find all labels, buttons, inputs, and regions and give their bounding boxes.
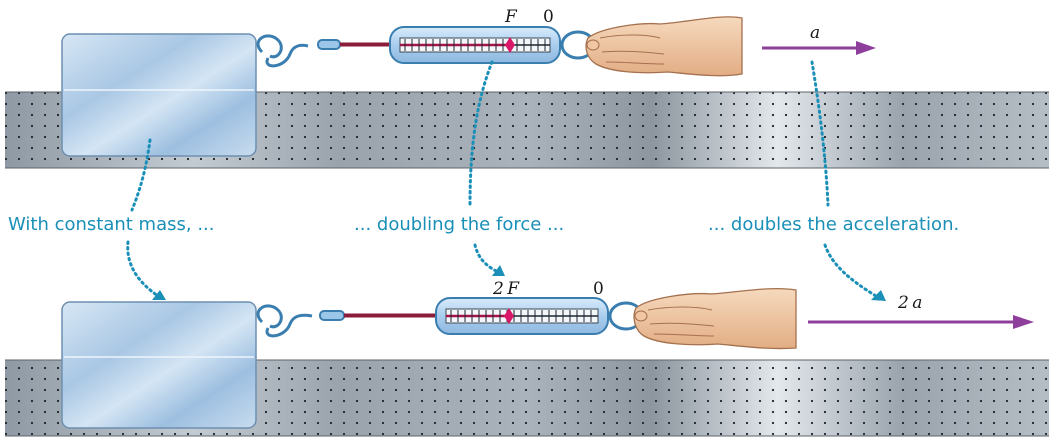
top-hand-icon [585,16,743,77]
bottom-hook-icon [256,304,345,338]
bottom-block [61,301,257,429]
force-guide-upper [468,60,494,207]
mass-guide-upper [130,138,152,212]
top-zero-label: 0 [543,7,554,27]
acceleration-guide-upper [810,60,830,207]
top-force-label: F [504,7,518,27]
top-block [61,33,257,157]
top-force-marker [505,37,515,53]
bottom-force-marker [504,308,514,324]
mass-guide-arrowhead-icon [152,290,166,300]
bottom-zero-label: 0 [593,279,604,299]
force-guide-lower [473,243,500,274]
bottom-acceleration-arrow-icon [808,315,1034,329]
top-hook-icon [256,34,341,68]
bottom-spring-scale-icon [435,297,644,335]
bottom-acceleration-label: 2 a [897,293,922,313]
top-acceleration-arrow-icon [762,41,876,55]
top-spring-scale-icon [389,26,596,64]
bottom-force-label: 2 F [492,279,520,299]
caption-mass: With constant mass, ... [8,214,215,235]
force-guide-arrowhead-icon [492,265,505,276]
acceleration-guide-lower [823,243,878,298]
top-acceleration-label: a [810,23,820,43]
mass-guide-lower [126,240,160,298]
acceleration-guide-arrowhead-icon [871,290,886,301]
caption-force: ... doubling the force ... [354,214,565,235]
bottom-hand-icon [633,288,797,350]
caption-acceleration: ... doubles the acceleration. [708,214,960,235]
